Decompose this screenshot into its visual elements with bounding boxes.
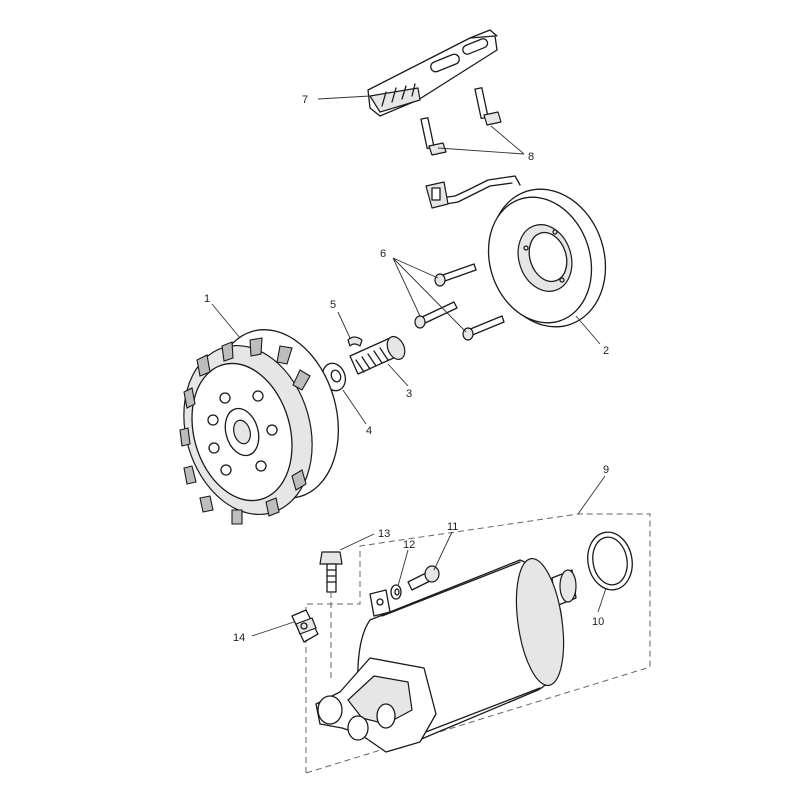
- part-11-bolt[interactable]: [407, 565, 440, 591]
- callout-8: 8: [528, 151, 534, 163]
- callout-11: 11: [447, 521, 458, 533]
- part-7-pickup-sensor[interactable]: [367, 29, 498, 117]
- leader-2: [575, 315, 601, 345]
- part-10-o-ring[interactable]: [583, 529, 636, 594]
- leader-3: [387, 363, 409, 387]
- leader-lines: [211, 95, 607, 637]
- callout-4: 4: [366, 425, 372, 437]
- callout-7: 7: [302, 94, 308, 106]
- leader-4: [342, 389, 367, 425]
- callout-6: 6: [380, 248, 386, 260]
- callout-1: 1: [204, 293, 210, 305]
- callout-9: 9: [603, 464, 609, 476]
- part-12-washer[interactable]: [390, 584, 402, 600]
- part-6-bolt-top[interactable]: [434, 263, 477, 287]
- part-13-bolt[interactable]: [319, 551, 343, 593]
- part-2-stator[interactable]: [425, 174, 623, 342]
- callout-14: 14: [233, 632, 245, 644]
- part-3-flywheel-bolt[interactable]: [349, 334, 408, 375]
- leader-1: [211, 303, 241, 339]
- leader-14: [251, 621, 295, 637]
- part-9-starter-motor[interactable]: [315, 556, 577, 753]
- leader-12: [397, 549, 409, 587]
- part-8-bolt-right[interactable]: [474, 87, 502, 126]
- callout-2: 2: [603, 345, 609, 357]
- callout-13: 13: [378, 528, 390, 540]
- callout-5: 5: [330, 299, 336, 311]
- leader-11: [433, 531, 453, 571]
- leader-8: [437, 125, 525, 155]
- part-5-key[interactable]: [347, 336, 363, 347]
- part-6-bolt-middle[interactable]: [414, 301, 458, 329]
- leader-13: [339, 533, 375, 551]
- part-1-flywheel-rotor[interactable]: [165, 315, 358, 530]
- callout-labels: 7 8 6 1 5 2 3 4 9 11 13 12 10 14: [204, 94, 609, 644]
- leader-9: [577, 475, 606, 515]
- part-6-bolt-bottom[interactable]: [462, 315, 505, 341]
- callout-3: 3: [406, 388, 412, 400]
- callout-10: 10: [592, 616, 604, 628]
- part-14-bracket[interactable]: [291, 609, 319, 643]
- part-9-assembly-outline: [305, 513, 651, 774]
- leader-5: [337, 311, 351, 339]
- callout-12: 12: [403, 539, 415, 551]
- leader-6: [392, 257, 467, 333]
- leader-10: [597, 587, 607, 613]
- leader-7: [317, 95, 371, 100]
- part-8-bolt-left[interactable]: [420, 117, 447, 156]
